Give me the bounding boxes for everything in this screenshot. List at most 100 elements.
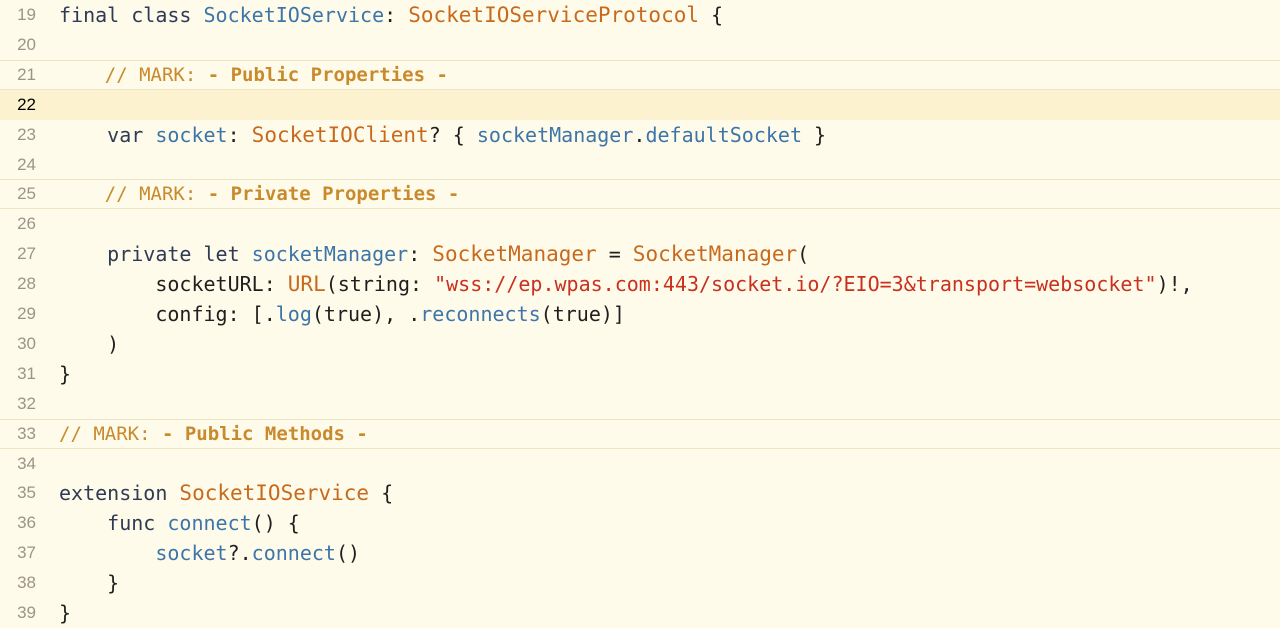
line-number: 35 [17,483,36,503]
code-token: socket [155,541,228,566]
mark-comment-line[interactable]: 25 // MARK: - Private Properties - [0,179,1280,210]
code-token: URL [287,272,326,297]
code-text[interactable]: // MARK: - Private Properties - [59,183,460,206]
code-line[interactable]: 34 [0,449,1280,479]
code-token: config: [. [59,302,276,326]
code-token: socket [155,122,228,147]
code-line[interactable]: 23 var socket: SocketIOClient? { socketM… [0,120,1280,150]
code-token: SocketManager [632,242,798,267]
line-number: 38 [17,573,36,593]
code-token: socketManager [476,122,634,147]
code-text[interactable]: } [59,571,119,595]
code-line[interactable]: 27 private let socketManager: SocketMana… [0,239,1280,269]
code-line[interactable]: 29 config: [.log(true), .reconnects(true… [0,299,1280,329]
code-token: - Public Properties - [207,63,448,86]
code-token: socketURL: [59,272,288,297]
mark-comment-line[interactable]: 21 // MARK: - Public Properties - [0,59,1280,90]
line-number: 29 [17,304,36,323]
code-token: func [59,511,168,536]
code-text[interactable]: func connect() { [59,511,300,535]
code-token: ? { [428,122,477,147]
code-token: SocketManager [432,242,597,267]
code-line[interactable]: 28 socketURL: URL(string: "wss://ep.wpas… [0,269,1280,299]
code-token: { [369,481,394,506]
code-token: SocketIOClient [251,122,429,147]
code-text[interactable]: private let socketManager: SocketManager… [59,242,809,266]
code-line[interactable]: 36 func connect() { [0,508,1280,538]
code-token: ( [797,242,810,267]
code-token [59,541,155,565]
line-number: 20 [17,34,36,54]
code-token: SocketIOServiceProtocol [408,3,700,27]
code-text[interactable]: final class SocketIOService: SocketIOSer… [59,3,723,27]
code-token: SocketIOService [179,481,370,506]
line-number: 26 [17,214,36,234]
line-number: 25 [17,184,36,204]
code-token: (string: [325,272,435,297]
code-token: socketManager [251,242,409,267]
line-number: 39 [17,603,36,622]
code-text[interactable]: // MARK: - Public Properties - [59,64,448,86]
code-token: // MARK: [59,63,208,86]
code-text[interactable]: } [59,362,71,386]
code-text[interactable]: ) [59,332,119,356]
code-token: (true)] [540,302,625,326]
code-line[interactable]: 37 socket?.connect() [0,538,1280,568]
line-number: 23 [17,124,36,144]
line-number: 34 [17,453,36,473]
code-text[interactable]: socket?.connect() [59,541,360,565]
code-line[interactable]: 24 [0,150,1280,180]
code-token: defaultSocket [645,122,802,147]
code-text[interactable]: } [59,601,71,625]
current-line[interactable]: 22 [0,89,1280,120]
line-number: 19 [17,5,36,24]
code-line[interactable]: 31} [0,359,1280,389]
code-token: : [408,242,433,267]
code-token: // MARK: [59,422,162,445]
code-token: } [59,571,120,596]
code-line[interactable]: 32 [0,389,1280,419]
code-token: . [633,122,646,147]
line-number: 32 [17,393,36,413]
code-token: { [699,3,724,27]
line-number: 28 [17,274,36,294]
code-token: - Private Properties - [207,183,460,206]
code-text[interactable]: config: [.log(true), .reconnects(true)] [59,302,625,326]
line-number: 24 [17,154,36,174]
code-line[interactable]: 30 ) [0,329,1280,359]
code-text[interactable]: var socket: SocketIOClient? { socketMana… [59,123,826,147]
code-token: () { [251,511,300,536]
code-token: } [59,601,72,625]
code-token: () [335,541,361,566]
code-token: private let [59,242,252,267]
mark-comment-line[interactable]: 33 // MARK: - Public Methods - [0,418,1280,449]
line-number: 31 [17,363,36,383]
code-line[interactable]: 35 extension SocketIOService { [0,478,1280,508]
code-token: var [59,122,156,147]
line-number: 37 [17,543,36,563]
code-token: - Public Methods - [161,422,368,445]
code-line[interactable]: 39} [0,598,1280,628]
line-number: 33 [17,423,36,443]
code-text[interactable]: socketURL: URL(string: "wss://ep.wpas.co… [59,272,1192,297]
code-line[interactable]: 26 [0,209,1280,239]
code-text[interactable]: // MARK: - Public Methods - [59,423,368,445]
code-token: connect [251,541,336,566]
code-token: : [227,122,252,147]
code-token: ) [59,331,120,356]
code-token: // MARK: [59,183,208,206]
code-line[interactable]: 20 [0,30,1280,60]
code-token: reconnects [420,302,541,326]
code-text[interactable]: extension SocketIOService { [59,481,393,505]
line-number: 30 [17,333,36,353]
code-token: connect [167,511,252,536]
code-token: final class [59,3,204,27]
line-number: 27 [17,244,36,264]
code-token: } [59,361,72,386]
code-line[interactable]: 19 final class SocketIOService: SocketIOS… [0,0,1280,30]
code-line[interactable]: 38 } [0,568,1280,598]
code-token: : [384,3,409,27]
line-number: 21 [17,64,36,84]
code-token: = [596,242,633,267]
